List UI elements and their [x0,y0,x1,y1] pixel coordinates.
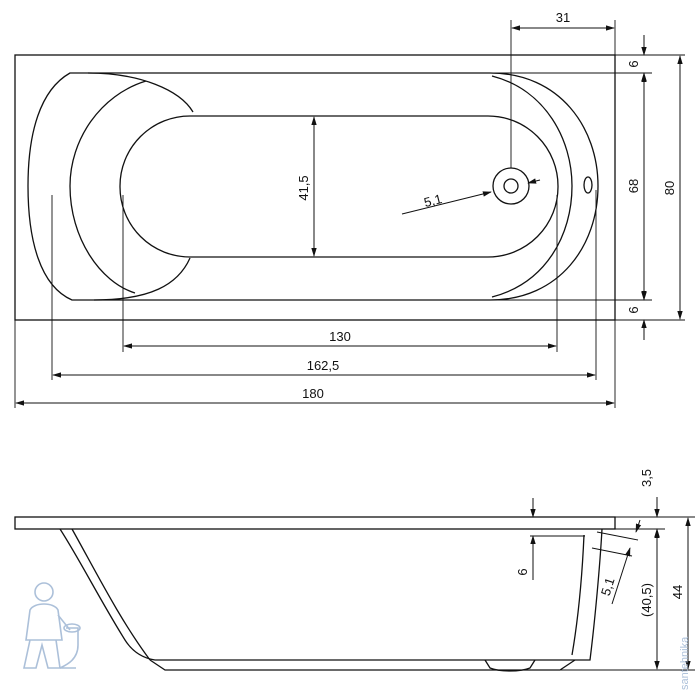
outer-rim-outline [14,54,616,321]
watermark: santehnika [23,582,691,690]
dim-drain-diameter-arrow [527,178,541,184]
right-wall-inner [571,534,585,656]
headrest-lower-arc [93,257,191,301]
dim-overflow-diameter-leader [611,547,631,605]
overflow-hatch-b [591,547,633,557]
side-view: 6 5,1 3,5 (40,5) 44 [14,469,695,672]
inner-basin-outline [27,72,599,301]
dim-drain-diameter-leader [401,191,492,215]
dim-drain-diameter-label: 5,1 [422,191,443,210]
dim-total-height-label: 44 [670,585,685,599]
basin-base [149,659,576,671]
overflow-hatch-a [596,531,639,541]
dim-rim-top-label: 6 [626,60,641,67]
basin-side-profile [59,528,603,661]
foot-end-arc [491,75,573,298]
plumber-mascot-icon [23,582,81,669]
drain-inner-circle [503,178,519,194]
headrest-arc [87,72,194,113]
watermark-text: santehnika [679,636,691,690]
dim-inner-width-label: 68 [626,179,641,193]
basin-bottom-outline [119,115,559,258]
dim-overflow-diameter-label: 5,1 [598,576,618,598]
drain-foot [484,659,536,672]
dim-inner-length-label: 162,5 [307,358,340,373]
overflow-mark [583,176,593,194]
basin-inner-profile [71,528,151,661]
dim-bottom-width-label: 41,5 [296,175,311,200]
dim-total-length-label: 180 [302,386,324,401]
dim-rim-thickness-label: 3,5 [639,469,654,487]
dim-drain-offset-label: 31 [556,10,570,25]
rim-profile [14,516,616,530]
dim-bottom-length-label: 130 [329,329,351,344]
dim-overflow-diameter-arrow [635,519,642,533]
drain-outer-circle [492,167,530,205]
dim-total-width-label: 80 [662,181,677,195]
dim-rim-bottom-label: 6 [626,306,641,313]
headrest-inner-arc [69,80,147,294]
top-view: 31 6 68 6 80 41,5 5,1 130 162,5 180 [14,10,685,408]
dim-overflow-offset-label: 6 [515,568,530,575]
dim-inner-depth-label: (40,5) [639,583,654,617]
